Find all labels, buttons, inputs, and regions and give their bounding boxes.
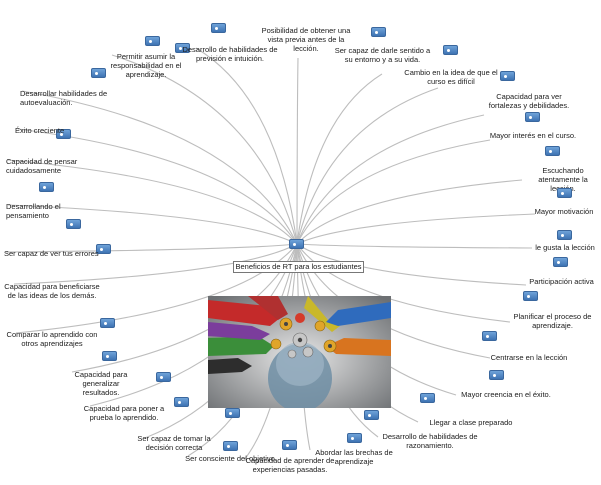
node-chip-icon [557,188,572,198]
branch-label: Posibilidad de obtener una vista previa … [261,26,351,53]
branch-label: Ser capaz de darle sentido a su entorno … [334,46,431,64]
connector-line [296,114,485,245]
node-chip-icon [545,146,560,156]
node-chip-icon [443,45,458,55]
connector-line [296,243,511,323]
branch-label: Éxito creciente [15,126,65,135]
branch-label: Planificar el proceso de aprendizaje. [513,312,592,330]
connector-line [7,159,298,245]
connector-line [296,87,439,245]
node-chip-icon [420,393,435,403]
node-chip-icon [39,182,54,192]
node-chip-icon [347,433,362,443]
branch-label: Desarrollar habilidades de autoevaluació… [20,89,108,107]
node-chip-icon [56,129,71,139]
branch-label: Capacidad para generalizar resultados. [74,370,128,397]
connector-line [296,139,491,245]
branch-label: Desarrollo de habilidades de razonamient… [382,432,478,450]
node-chip-icon [557,230,572,240]
branch-label: le gusta la lección [535,243,595,252]
branch-label: Llegar a clase preparado [429,418,513,427]
branch-label: Permitir asumir la responsabilidad en el… [110,52,182,79]
branch-label: Capacidad para ver fortalezas y debilida… [488,92,570,110]
branch-label: Mayor motivación [534,207,594,216]
branch-label: Participación activa [529,277,594,286]
node-chip-icon [223,441,238,451]
node-chip-icon [282,440,297,450]
connector-line [111,54,298,245]
connector-line [296,57,299,245]
node-chip-icon [225,408,240,418]
node-chip-icon [100,318,115,328]
branch-label: Capacidad para beneficiarse de las ideas… [4,282,100,300]
branch-label: Desarrollo de habilidades de previsión e… [182,45,278,63]
branch-label: Ser consciente del objetivo [185,454,275,463]
branch-label: Ser capaz de tomar la decisión correcta [137,434,211,452]
node-chip-icon [174,397,189,407]
hub-chip-icon [289,239,304,249]
node-chip-icon [175,43,190,53]
connector-line [21,90,298,245]
node-chip-icon [145,36,160,46]
connector-line [296,243,533,249]
connector-line [7,204,298,245]
node-chip-icon [523,291,538,301]
connector-line [15,243,298,334]
connector-line [296,179,523,245]
connector-line [5,243,298,253]
connector-line [17,128,298,245]
connector-line [13,243,298,285]
branch-label: Capacidad de pensar cuidadosamente [6,157,78,175]
node-chip-icon [364,410,379,420]
node-chip-icon [91,68,106,78]
central-topic: Beneficios de RT para los estudiantes [233,261,364,273]
node-chip-icon [489,370,504,380]
hands-with-gears-image [208,296,391,408]
branch-label: Abordar las brechas de aprendizaje [315,448,393,466]
node-chip-icon [482,331,497,341]
node-chip-icon [211,23,226,33]
branch-label: Capacidad de aprender de experiencias pa… [245,456,335,474]
branch-label: Ser capaz de ver tus errores [4,249,99,258]
node-chip-icon [102,351,117,361]
branch-label: Mayor interés en el curso. [489,131,577,140]
connector-line [296,213,536,245]
connector-line [296,73,383,245]
connector-line [195,47,298,245]
branch-label: Centrarse en la lección [490,353,568,362]
node-chip-icon [96,244,111,254]
node-chip-icon [525,112,540,122]
node-chip-icon [371,27,386,37]
node-chip-icon [66,219,81,229]
branch-label: Desarrollando el pensamiento [6,202,61,220]
connector-line [296,243,527,286]
node-chip-icon [500,71,515,81]
branch-label: Comparar lo aprendido con otros aprendiz… [6,330,98,348]
node-chip-icon [156,372,171,382]
node-chip-icon [553,257,568,267]
branch-label: Cambio en la idea de que el curso es dif… [404,68,498,86]
branch-label: Mayor creencia en el éxito. [461,390,551,399]
branch-label: Capacidad para poner a prueba lo aprendi… [83,404,165,422]
